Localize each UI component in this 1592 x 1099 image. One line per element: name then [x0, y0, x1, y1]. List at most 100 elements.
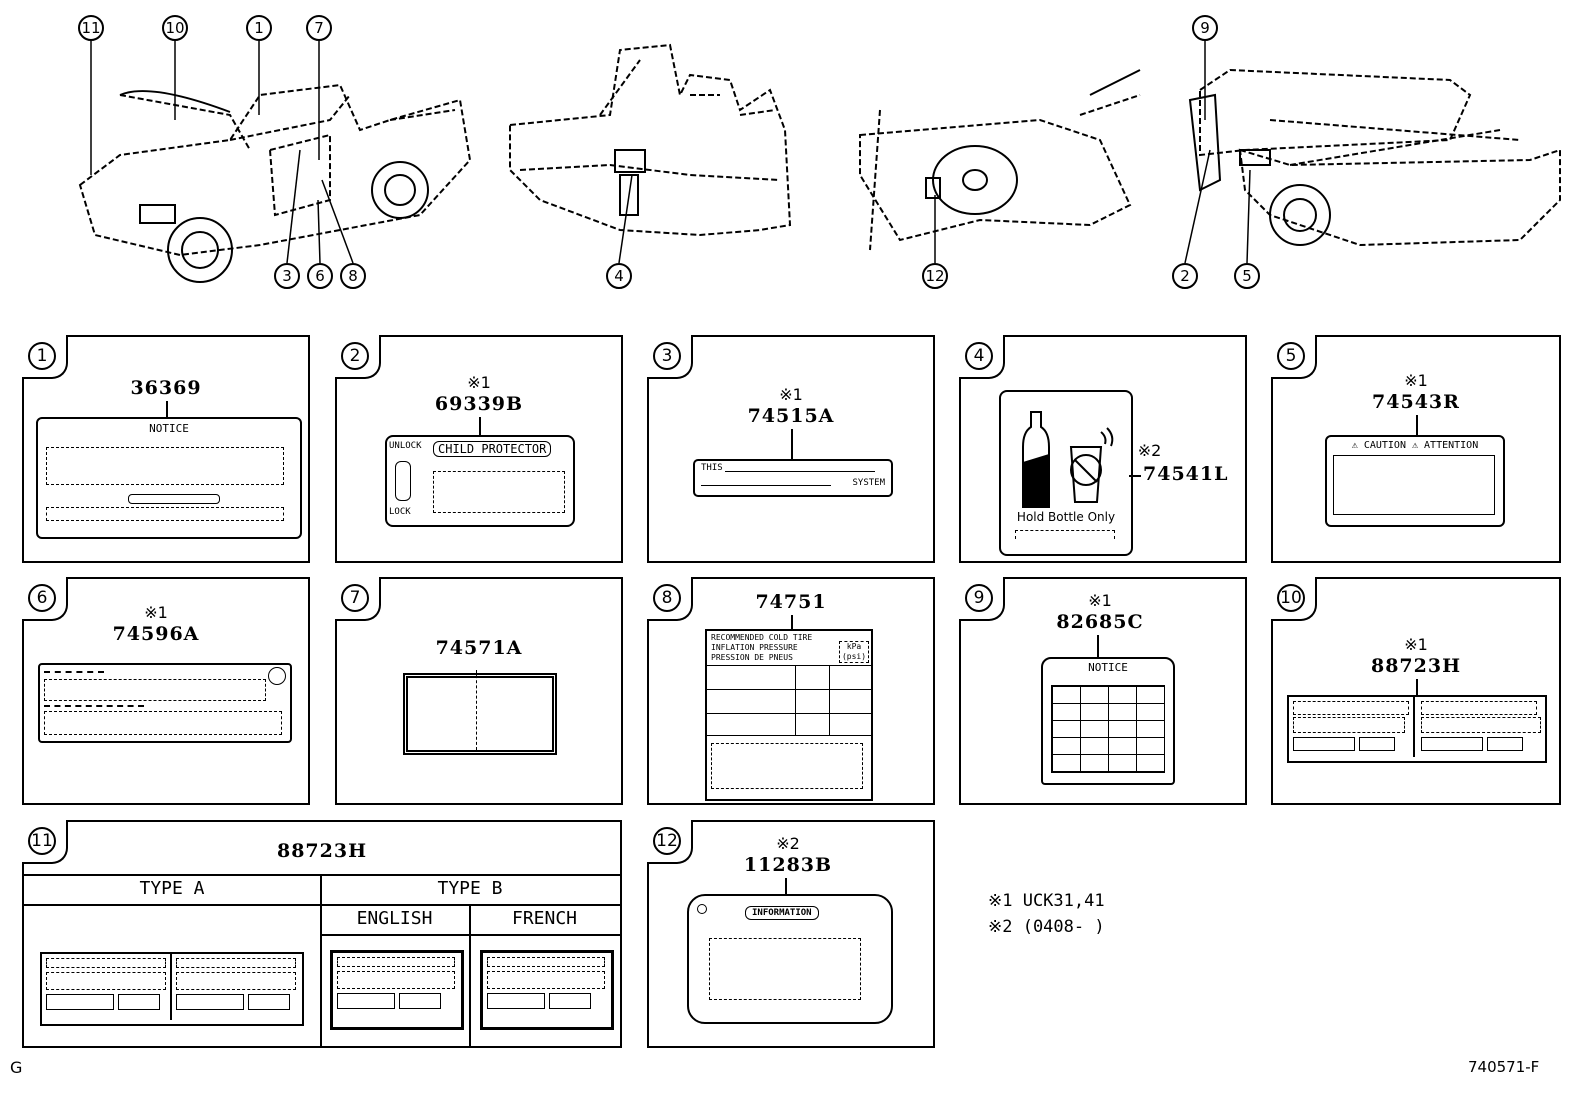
panel-4: 4 Hold Bottle Only ※2 74541L [959, 335, 1247, 563]
label-36369: NOTICE [36, 417, 302, 539]
footer-left: G [10, 1058, 23, 1077]
note-1: ※1 UCK31,41 [988, 891, 1105, 911]
applicability-mark: ※1 [1404, 635, 1428, 654]
applicability-mark: ※2 [776, 834, 800, 853]
panel-tab: 3 [647, 335, 693, 379]
part-number: 36369 [130, 377, 202, 399]
callout-6: 6 [307, 263, 333, 289]
notice-text: NOTICE [1088, 661, 1128, 674]
panel-7: 7 74571A [335, 577, 623, 805]
panel-number: 6 [28, 584, 56, 612]
panel-number: 5 [1277, 342, 1305, 370]
part-number: 69339B [434, 393, 524, 415]
callout-11: 11 [78, 15, 104, 41]
note-2: ※2 (0408- ) [988, 917, 1105, 937]
panel-tab: 11 [22, 820, 68, 864]
panel-number: 2 [341, 342, 369, 370]
applicability-mark: ※2 [1137, 441, 1162, 460]
callout-8: 8 [340, 263, 366, 289]
panel-tab: 9 [959, 577, 1005, 621]
panel-tab: 6 [22, 577, 68, 621]
panel-number: 12 [653, 827, 681, 855]
panel-12: 12 ※2 11283B INFORMATION [647, 820, 935, 1048]
label-74515a: THIS SYSTEM [693, 459, 893, 497]
applicability-mark: ※1 [1088, 591, 1112, 610]
panel-1: 1 36369 NOTICE [22, 335, 310, 563]
callout-10: 10 [162, 15, 188, 41]
panel-5: 5 ※1 74543R ⚠ CAUTION ⚠ ATTENTION [1271, 335, 1561, 563]
callout-2: 2 [1172, 263, 1198, 289]
type-b-french-label [480, 950, 614, 1030]
callout-3: 3 [274, 263, 300, 289]
panel-9: 9 ※1 82685C NOTICE [959, 577, 1247, 805]
panel-8: 8 74751 RECOMMENDED COLD TIRE INFLATION … [647, 577, 935, 805]
part-number: 74541L [1143, 463, 1229, 485]
callout-9: 9 [1192, 15, 1218, 41]
panel-11: 11 88723H TYPE A TYPE B ENGLISH FRENCH [22, 820, 622, 1048]
panel-number: 10 [1277, 584, 1305, 612]
type-b-header: TYPE B [437, 878, 503, 899]
panel-number: 1 [28, 342, 56, 370]
applicability-mark: ※1 [467, 373, 491, 392]
panel-2: 2 ※1 69339B UNLOCK LOCK CHILD PROTECTOR [335, 335, 623, 563]
footer-right: 740571-F [1468, 1058, 1540, 1076]
label-74751: RECOMMENDED COLD TIRE INFLATION PRESSURE… [705, 629, 873, 801]
information-text: INFORMATION [745, 906, 819, 920]
label-11283b: INFORMATION [687, 894, 893, 1024]
panel-number: 4 [965, 342, 993, 370]
lock-text: LOCK [389, 507, 411, 517]
system-text: SYSTEM [852, 478, 885, 488]
french-header: FRENCH [511, 908, 578, 929]
part-number: 74751 [755, 591, 827, 613]
panel-tab: 2 [335, 335, 381, 379]
bottle-cup-icon [1022, 411, 1114, 508]
caution-text: ⚠ CAUTION ⚠ ATTENTION [1351, 440, 1479, 451]
panel-tab: 10 [1271, 577, 1317, 621]
callout-7: 7 [306, 15, 332, 41]
panel-tab: 1 [22, 335, 68, 379]
panel-number: 7 [341, 584, 369, 612]
callout-5: 5 [1234, 263, 1260, 289]
tire-label-line-1: RECOMMENDED COLD TIRE [711, 633, 813, 642]
part-number: 74515A [747, 405, 835, 427]
tire-label-line-3: PRESSION DE PNEUS [711, 653, 793, 662]
label-title: NOTICE [149, 422, 189, 435]
label-74543r: ⚠ CAUTION ⚠ ATTENTION [1325, 435, 1505, 527]
label-69339b: UNLOCK LOCK CHILD PROTECTOR [385, 435, 575, 527]
callout-4: 4 [606, 263, 632, 289]
applicability-mark: ※1 [779, 385, 803, 404]
tire-unit: kPa (psi) [839, 641, 869, 663]
callout-12: 12 [922, 263, 948, 289]
panel-tab: 8 [647, 577, 693, 621]
callout-1: 1 [246, 15, 272, 41]
label-74541l: Hold Bottle Only [999, 390, 1133, 556]
panel-number: 11 [28, 827, 56, 855]
type-a-header: TYPE A [139, 878, 205, 899]
part-number: 74596A [112, 623, 200, 645]
unlock-text: UNLOCK [389, 441, 422, 451]
part-number: 88723H [1370, 655, 1462, 677]
label-82685c: NOTICE [1041, 657, 1175, 785]
part-number: 11283B [743, 854, 833, 876]
panel-tab: 4 [959, 335, 1005, 379]
part-number: 88723H [276, 840, 368, 862]
panel-number: 3 [653, 342, 681, 370]
applicability-mark: ※1 [1404, 371, 1428, 390]
applicability-mark: ※1 [144, 603, 168, 622]
label-74596a [38, 663, 292, 743]
this-text: THIS [701, 463, 723, 473]
panel-tab: 12 [647, 820, 693, 864]
panel-6: 6 ※1 74596A [22, 577, 310, 805]
part-number: 74571A [435, 637, 523, 659]
hold-bottle-caption: Hold Bottle Only [1016, 510, 1116, 524]
tire-label-line-2: INFLATION PRESSURE [711, 643, 798, 652]
type-a-label [40, 952, 304, 1026]
part-number: 82685C [1056, 611, 1144, 633]
panel-number: 8 [653, 584, 681, 612]
part-number: 74543R [1372, 391, 1460, 413]
label-74571a [403, 670, 557, 755]
english-header: ENGLISH [356, 908, 433, 929]
child-protector-text: CHILD PROTECTOR [433, 441, 552, 457]
type-b-english-label [330, 950, 464, 1030]
panel-number: 9 [965, 584, 993, 612]
